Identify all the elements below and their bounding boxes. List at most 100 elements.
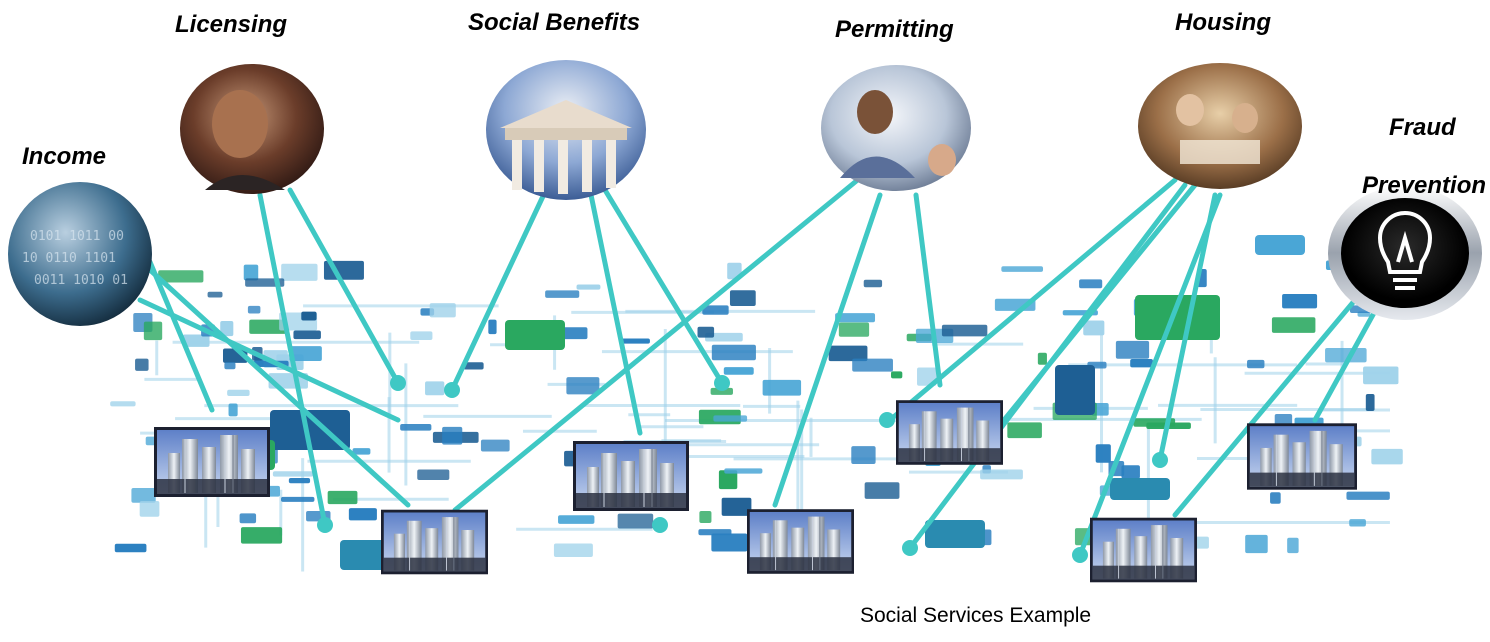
network-node	[697, 326, 715, 338]
network-node	[158, 270, 204, 283]
svg-text:0011 1010 01: 0011 1010 01	[34, 273, 128, 288]
network-node	[488, 319, 497, 335]
connector-line	[147, 267, 411, 508]
network-node	[220, 321, 234, 337]
connector-endpoint-dot	[652, 517, 668, 533]
network-node-large	[505, 320, 565, 350]
network-node	[1346, 491, 1390, 500]
social-benefits-building-image	[486, 60, 646, 200]
connector-line	[772, 192, 883, 508]
network-node	[864, 482, 900, 499]
network-node	[240, 527, 283, 544]
network-node	[281, 496, 315, 502]
connector-line	[257, 192, 328, 528]
network-node	[891, 371, 903, 379]
network-node	[545, 290, 580, 298]
label-income: Income	[22, 143, 106, 170]
network-node	[1363, 366, 1399, 385]
network-node	[348, 508, 377, 521]
network-node	[698, 529, 732, 536]
office-image-3	[573, 440, 689, 512]
network-node-large	[1110, 478, 1170, 500]
network-node	[1037, 352, 1047, 365]
network-node	[1133, 418, 1176, 427]
network-node	[721, 497, 752, 516]
network-node	[1282, 294, 1318, 309]
housing-image	[1138, 63, 1302, 189]
network-node-large	[270, 410, 350, 450]
network-node	[207, 291, 223, 298]
connector-line	[1077, 192, 1223, 558]
data-network-background	[110, 235, 1403, 572]
network-node	[566, 377, 600, 395]
network-node	[941, 324, 988, 337]
network-node	[702, 305, 729, 315]
network-node	[239, 513, 257, 524]
network-node	[301, 311, 317, 321]
svg-text:10 0110 1101: 10 0110 1101	[22, 251, 116, 266]
label-social-benefits: Social Benefits	[468, 9, 640, 36]
network-node	[139, 501, 160, 517]
network-node	[863, 279, 883, 288]
connector-endpoint-dot	[879, 412, 895, 428]
office-image-5	[896, 399, 1003, 466]
network-node	[288, 478, 311, 484]
connector-line	[147, 259, 215, 413]
network-node	[224, 362, 236, 370]
network-node	[352, 448, 371, 455]
connector-endpoint-dot	[390, 375, 406, 391]
network-node	[247, 305, 261, 314]
network-node	[710, 387, 733, 395]
network-node	[131, 487, 156, 503]
network-node	[1247, 359, 1265, 369]
network-node	[114, 543, 147, 553]
network-node	[400, 424, 432, 431]
connector-line	[1157, 192, 1218, 463]
connector-lines	[137, 175, 1383, 558]
network-node	[705, 332, 743, 342]
network-node	[838, 322, 870, 337]
network-node	[110, 401, 136, 407]
network-node	[243, 264, 259, 281]
connector-endpoint-dot	[714, 375, 730, 391]
office-image-1	[154, 427, 270, 497]
network-node	[249, 319, 287, 334]
network-node	[1271, 317, 1316, 333]
network-node	[553, 543, 593, 558]
network-node	[1095, 444, 1111, 463]
network-node	[1287, 537, 1299, 554]
network-node	[228, 403, 238, 417]
network-node	[729, 290, 756, 307]
connector-endpoints	[317, 375, 1168, 563]
network-node	[619, 338, 650, 344]
network-node	[699, 511, 712, 524]
network-node	[980, 469, 1023, 480]
network-node	[182, 334, 210, 347]
label-licensing: Licensing	[175, 11, 287, 38]
network-node	[135, 358, 149, 371]
office-image-6	[1090, 517, 1197, 583]
permitting-image	[821, 65, 971, 191]
connector-line	[997, 182, 1198, 428]
svg-text:0101 1011 00: 0101 1011 00	[30, 229, 124, 244]
office-image-4	[747, 508, 854, 575]
network-node	[1130, 358, 1153, 368]
network-node	[1121, 465, 1140, 479]
network-node	[281, 263, 318, 281]
network-node	[1274, 414, 1293, 426]
connector-line	[587, 187, 643, 436]
network-node	[463, 362, 484, 370]
network-node	[327, 490, 358, 505]
network-node	[576, 284, 601, 290]
label-housing: Housing	[1175, 9, 1271, 36]
connector-line	[602, 187, 725, 386]
diagram-caption: Social Services Example	[860, 604, 1091, 627]
connector-line	[887, 177, 1178, 423]
connector-endpoint-dot	[1072, 547, 1088, 563]
network-node	[143, 321, 163, 341]
network-node	[272, 471, 314, 477]
network-node	[289, 346, 322, 362]
program-labels: Income Licensing Social Benefits Permitt…	[22, 9, 1486, 199]
network-node	[711, 533, 748, 552]
